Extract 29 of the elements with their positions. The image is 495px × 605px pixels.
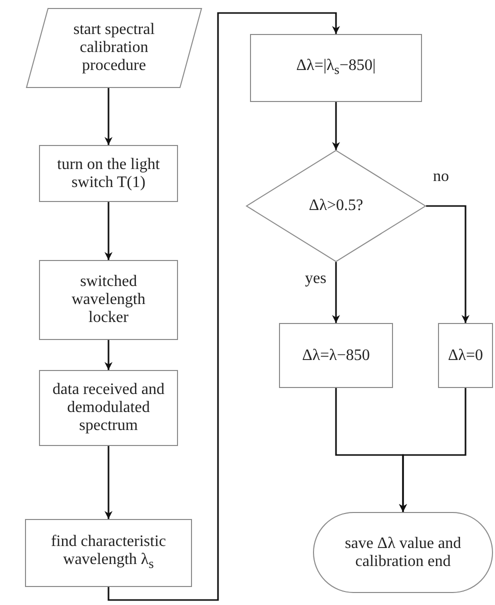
process-box: [250, 34, 422, 102]
arrow: [399, 388, 466, 512]
process-box: [279, 323, 393, 388]
arrow: [104, 88, 112, 145]
process-box: [25, 519, 192, 587]
process-box: [39, 370, 178, 446]
node-text: start spectral calibration procedure: [72, 21, 156, 75]
node-text: Δλ>0.5?: [308, 197, 364, 215]
arrow: [332, 262, 340, 323]
arrow: [104, 340, 112, 370]
arrow: [104, 202, 112, 260]
start-parallelogram: [26, 8, 202, 88]
node-text: Δλ=0: [448, 346, 484, 364]
end-terminal: [313, 512, 493, 593]
process-box: [438, 323, 493, 388]
arrow: [104, 446, 112, 519]
arrow: [108, 12, 340, 601]
node-text: Δλ=λ−850: [302, 346, 370, 364]
node-text: switched wavelength locker: [70, 273, 146, 327]
process-box: [39, 260, 178, 340]
decision-diamond: [246, 150, 426, 262]
process-box: [39, 145, 178, 202]
arrow: [332, 102, 340, 150]
node-text: data received and demodulated spectrum: [52, 381, 166, 435]
node-text: save Δλ value and calibration end: [344, 534, 462, 570]
arrow: [426, 205, 470, 323]
node-text: turn on the light switch T(1): [56, 156, 161, 192]
node-text: Δλ=|λ$_{s}$−850|: [296, 57, 376, 79]
node-text: find characteristic wavelength λ$_{s}$: [50, 533, 168, 572]
